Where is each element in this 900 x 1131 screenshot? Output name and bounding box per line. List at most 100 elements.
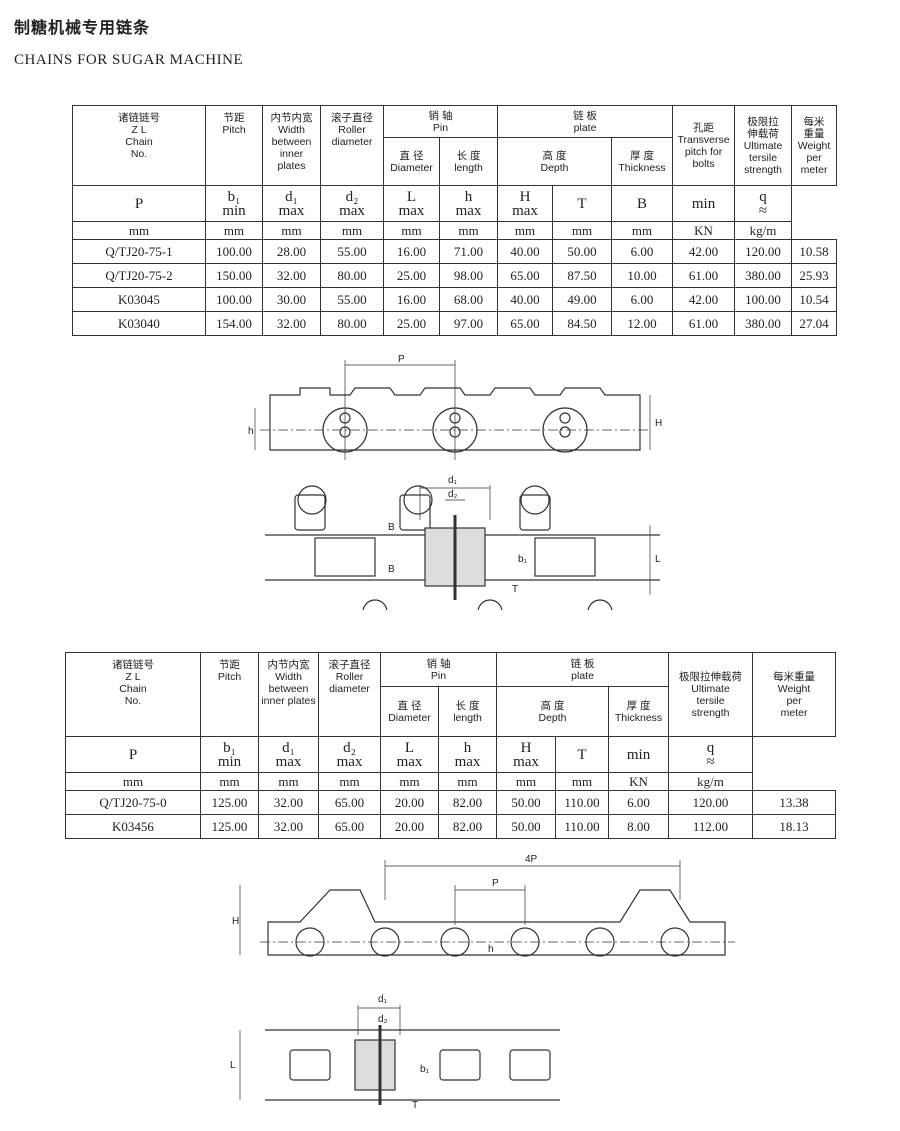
symbol-cell: min — [608, 736, 670, 773]
symbol-part: q — [706, 739, 715, 756]
value-cell: 42.00 — [672, 287, 736, 312]
header-line: Chain — [119, 683, 147, 695]
header-line: between — [271, 136, 312, 148]
header-line: strength — [691, 706, 730, 719]
value-cell: 120.00 — [734, 239, 793, 264]
header-line: Depth — [538, 711, 567, 724]
header-line: Pitch — [217, 671, 242, 683]
value-cell: 6.00 — [611, 287, 674, 312]
header-line: 重量 — [803, 127, 825, 140]
header-line: plate — [571, 669, 594, 682]
dim-label-d2: d₂ — [378, 1014, 388, 1025]
symbol-part: b₁ — [227, 188, 241, 205]
value-cell: 82.00 — [437, 790, 498, 815]
unit-cell: mm — [437, 772, 498, 791]
header-line: 滚子直径 — [328, 659, 371, 671]
unit-cell: mm — [262, 221, 321, 240]
dim-label-d1: d₁ — [448, 475, 458, 486]
value-cell: 27.04 — [791, 311, 838, 336]
symbol-cell: q≈ — [734, 185, 793, 222]
value-cell: 16.00 — [383, 287, 440, 312]
value-cell: 55.00 — [320, 287, 384, 312]
symbol-part: h — [463, 739, 472, 756]
header-line: 链 板 — [570, 657, 595, 670]
symbol-part: H — [520, 739, 532, 756]
dim-label-b-lower: B — [388, 564, 395, 575]
symbol-part: b₁ — [223, 739, 236, 756]
value-cell: 40.00 — [497, 239, 554, 264]
symbol-cell: T — [552, 185, 613, 222]
page-title-cn: 制糖机械专用链条 — [14, 20, 151, 37]
symbol-part: min — [691, 195, 716, 212]
unit-cell: kg/m — [668, 772, 754, 791]
unit-cell: KN — [672, 221, 736, 240]
header-line: Thickness — [618, 161, 666, 174]
value-cell: 80.00 — [320, 311, 384, 336]
symbol-cell: min — [672, 185, 736, 222]
header-line: tersile — [696, 694, 725, 707]
value-cell: 380.00 — [734, 263, 793, 288]
symbol-cell: P — [72, 185, 206, 222]
header-line: Transverse — [677, 133, 730, 146]
value-cell: 98.00 — [438, 263, 499, 288]
dim-label-h: h — [248, 426, 254, 437]
header-line: Roller — [338, 124, 366, 136]
value-cell: 10.58 — [791, 239, 838, 264]
value-cell: 20.00 — [380, 814, 439, 839]
header-line: 销 轴 — [428, 109, 453, 122]
unit-cell: mm — [320, 221, 384, 240]
header-line: Weight — [797, 139, 831, 152]
dim-label-H: H — [655, 418, 662, 429]
header-line: 链 板 — [573, 109, 597, 122]
value-cell: 125.00 — [200, 790, 259, 815]
symbol-part: d₁ — [282, 739, 295, 756]
symbol-part: max — [454, 753, 481, 770]
value-cell: 65.00 — [497, 263, 554, 288]
header-line: Z L — [125, 671, 141, 683]
value-cell: 50.00 — [496, 790, 557, 815]
header-line: Weight — [777, 682, 811, 695]
value-cell: 80.00 — [320, 263, 384, 288]
unit-cell: mm — [200, 772, 259, 791]
header-line: 伸载荷 — [747, 127, 779, 140]
header-line: Z L — [131, 124, 147, 136]
top-view — [239, 1005, 560, 1105]
chain-no-cell: Q/TJ20-75-0 — [65, 790, 201, 815]
dim-label-d1: d₁ — [378, 994, 388, 1005]
dim-label-L: L — [655, 554, 661, 565]
chain-diagram-2: 4P P H h d₁ d₂ b₁ L T — [230, 854, 735, 1111]
value-cell: 32.00 — [262, 311, 321, 336]
value-cell: 97.00 — [438, 311, 499, 336]
header-line: Depth — [540, 161, 569, 174]
header-line: 销 轴 — [426, 657, 451, 670]
header-line: 内节内宽 — [270, 112, 313, 124]
unit-cell: mm — [496, 772, 557, 791]
header-line: 节距 — [223, 112, 245, 124]
header-line: No. — [124, 695, 142, 707]
header-line: 直 径 — [399, 149, 424, 162]
header-line: Pitch — [222, 124, 246, 136]
unit-cell: mm — [552, 221, 613, 240]
header-line: 诸链链号 — [112, 659, 154, 671]
dim-label-b1: b₁ — [518, 554, 528, 565]
value-cell: 25.00 — [383, 263, 440, 288]
symbol-part: max — [455, 202, 482, 219]
page-title-en: CHAINS FOR SUGAR MACHINE — [14, 52, 244, 68]
